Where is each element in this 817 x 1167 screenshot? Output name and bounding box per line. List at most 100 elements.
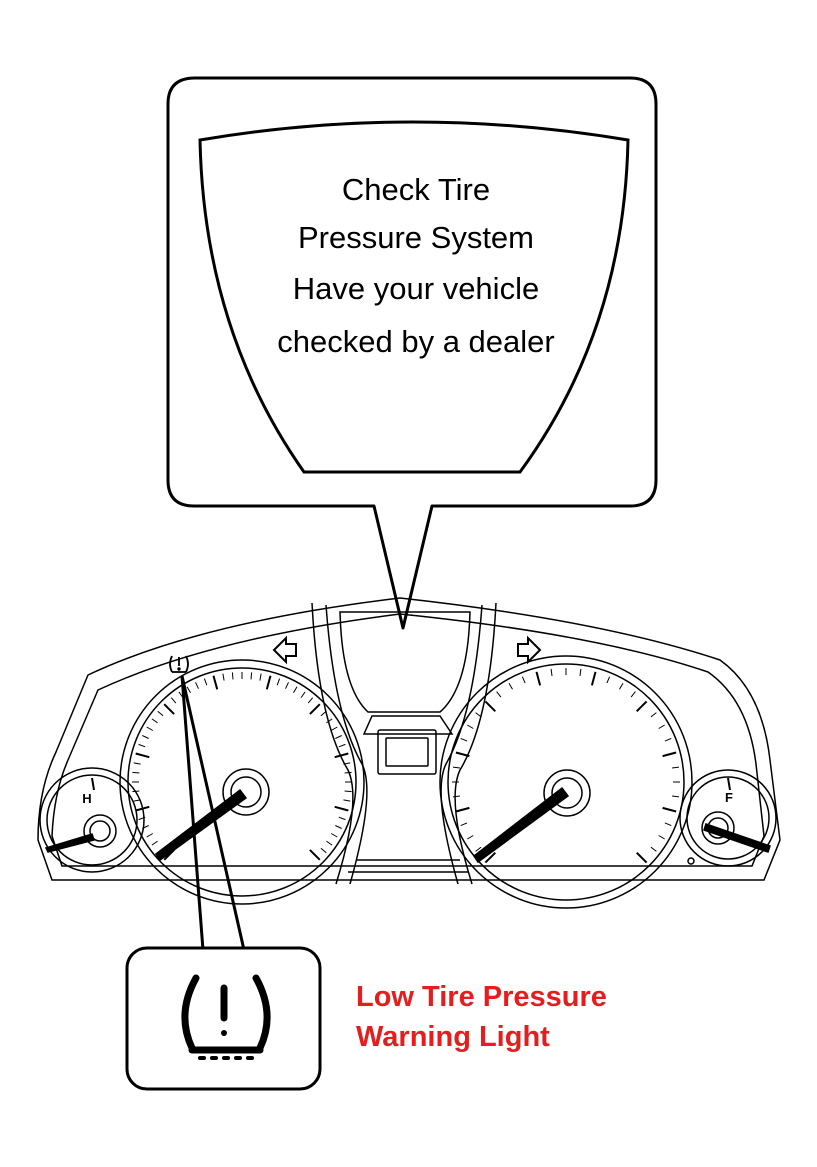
gauge-tick [334,752,349,759]
message-line-1: Check Tire [342,172,490,207]
gauge-tick [259,673,262,681]
gauge-tick [467,835,474,840]
gauge-tick [343,799,351,802]
gauge-tick [320,710,327,717]
speedometer-hub [543,769,591,817]
warning-light-label: Low Tire Pressure Warning Light [356,977,607,1057]
warning-light-label-line-1: Low Tire Pressure [356,981,607,1013]
right-turn-signal-icon [517,635,542,665]
cluster-inner-housing [51,613,765,867]
gauge-tick [163,703,175,715]
gauge-tick [309,703,321,715]
gauge-tick [132,771,140,774]
gauge-tick [151,718,158,724]
gauge-tick [320,847,327,854]
gauge-tick [276,678,281,686]
left-turn-signal-icon [272,635,297,665]
message-line-3: Have your vehicle [293,271,539,306]
gauge-tick [344,771,352,774]
gauge-tick [650,712,657,718]
gauge-tick [326,840,333,846]
gauge-tick [484,700,497,713]
center-display [311,602,497,885]
center-info-window [377,729,437,775]
gauge-tick [590,671,597,686]
gauge-tick [293,686,298,694]
gauge-tick [508,683,513,690]
gauge-tick [619,683,624,690]
speedometer-needle [472,786,570,864]
gauge-tick [452,795,460,798]
message-line-2: Pressure System [298,220,534,255]
temperature-gauge-hub [83,814,117,848]
gauge-tick [455,806,470,813]
gauge-tick [550,668,553,676]
fuel-full-label: F [725,790,733,805]
gauge-tick [535,671,542,686]
gauge-tick [484,851,497,864]
temperature-gauge: H [39,767,145,873]
gauge-tick [672,795,680,798]
gauge-tick [265,675,272,690]
warning-light-box [125,946,322,1091]
gauge-tick [335,825,342,829]
gauge-tick [170,697,177,704]
instrument-cluster: H F [37,597,781,909]
tachometer-hub [222,768,270,816]
gauge-tick [330,833,338,838]
message-line-4: checked by a dealer [277,324,554,359]
gauge-tick [460,737,468,742]
gauge-tick [664,737,672,742]
gauge-tick [203,678,208,686]
gauge-tick [635,700,648,713]
tachometer-needle [154,788,248,862]
gauge-tick [343,762,351,765]
gauge-tick [138,816,146,821]
fuel-gauge: F [679,769,777,867]
gauge-tick [658,835,665,840]
gauge-tick [133,762,141,765]
gauge-tick [285,682,289,689]
speedometer [439,655,693,909]
gauge-tick [151,840,158,846]
cluster-housing [37,597,781,881]
temperature-hot-label: H [82,791,91,806]
gauge-tick [455,751,470,758]
gauge-tick [664,822,672,827]
gauge-tick [195,682,199,689]
tire-pressure-warning-icon [181,974,271,1060]
warning-light-label-line-2: Warning Light [356,1021,550,1053]
gauge-tick [142,825,149,829]
tachometer-ticks [132,672,352,861]
gauge-tick [330,726,338,731]
gauge-tick [650,846,657,852]
gauge-tick [231,672,234,680]
gauge-tick [326,718,333,724]
gauge-tick [132,790,140,793]
gauge-tick [186,686,191,694]
gauge-tick [335,735,342,739]
gauge-tick [135,805,150,812]
gauge-tick [606,676,611,684]
gauge-tick [672,766,680,769]
tachometer [119,659,365,905]
gauge-tick [635,851,648,864]
gauge-tick [658,724,665,729]
gauge-tick [344,790,352,793]
gauge-tick [467,724,474,729]
gauge-tick [475,712,482,718]
callout-leader [180,675,246,951]
gauge-tick [309,849,321,861]
gauge-tick [579,668,582,676]
gauge-tick [338,816,346,821]
fuel-needle [703,823,771,853]
speedometer-ticks [452,668,680,864]
gauge-tick [662,806,677,813]
gauge-tick [300,691,306,698]
gauge-tick [475,846,482,852]
gauge-tick [307,697,314,704]
gauge-tick [250,672,253,680]
display-screen-outline [198,120,630,474]
gauge-tick [222,673,225,681]
cluster-tire-pressure-icon [169,655,189,673]
